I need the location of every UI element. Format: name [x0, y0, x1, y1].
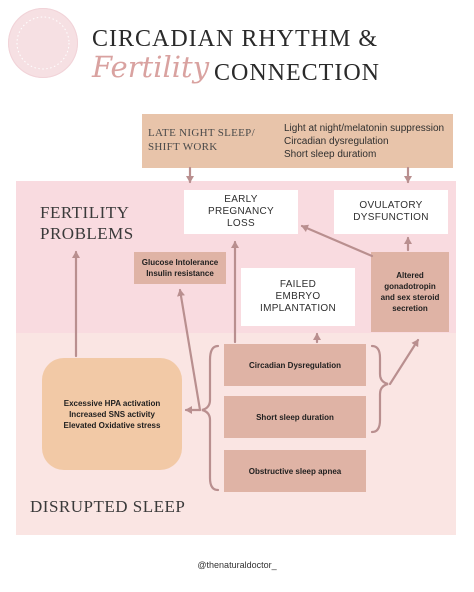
effect-item: Light at night/melatonin suppression	[284, 123, 445, 134]
ovulatory-dysfunction-box: OVULATORY DYSFUNCTION	[334, 190, 448, 234]
circadian-dysregulation-box: Circadian Dysregulation	[224, 344, 366, 386]
effect-item: Circadian dysregulation	[284, 136, 389, 147]
short-sleep-duration-box: Short sleep duration	[224, 396, 366, 438]
disrupted-sleep-label: DISRUPTED SLEEP	[30, 497, 186, 516]
fertility-problems-label: FERTILITY PROBLEMS	[40, 203, 134, 243]
logo-badge	[8, 8, 78, 78]
early-pregnancy-loss-box: EARLY PREGNANCY LOSS	[184, 190, 298, 234]
title-line-1: CIRCADIAN RHYTHM &	[92, 26, 379, 52]
title-line-2: CONNECTION	[214, 60, 380, 86]
effect-item: Short sleep duratiom	[284, 149, 377, 160]
right-bracket	[370, 344, 389, 434]
hpa-activation-box: Excessive HPA activation Increased SNS a…	[42, 358, 182, 470]
badge-ring-icon	[16, 16, 70, 70]
late-night-sleep-box	[142, 114, 453, 168]
obstructive-sleep-apnea-box: Obstructive sleep apnea	[224, 450, 366, 492]
title-script-word: Fertility	[92, 50, 210, 84]
arrow-bracket-to-altered	[388, 338, 420, 386]
arrow-altered-to-early-loss	[300, 224, 374, 258]
glucose-intolerance-box: Glucose Intolerance Insulin resistance	[134, 252, 226, 284]
footer-handle: @thenaturaldoctor_	[197, 560, 277, 570]
altered-gonadotropin-box: Altered gonadotropin and sex steroid sec…	[371, 252, 449, 332]
failed-embryo-implantation-box: FAILED EMBRYO IMPLANTATION	[241, 268, 355, 326]
late-night-effects-list: Light at night/melatonin suppression Cir…	[284, 122, 444, 161]
left-bracket	[201, 344, 220, 492]
arrow-bracket-to-glucose	[177, 288, 202, 412]
late-night-sleep-label: LATE NIGHT SLEEP/ SHIFT WORK	[148, 127, 255, 153]
